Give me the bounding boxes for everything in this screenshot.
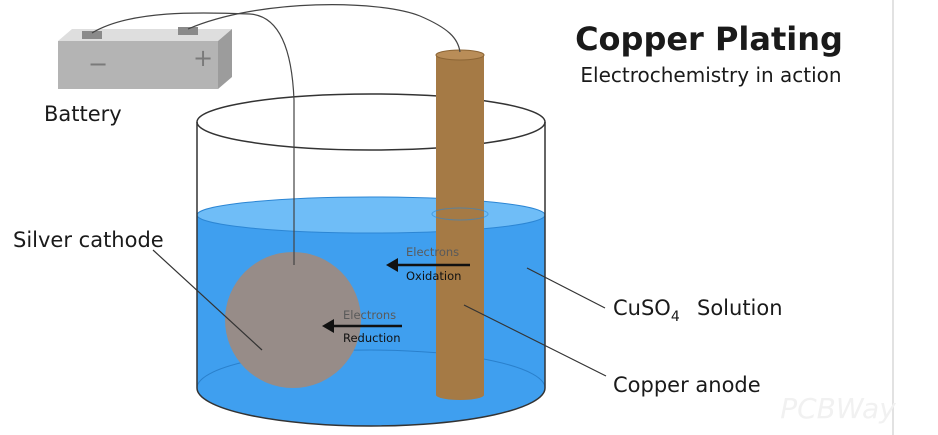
- leader-anode: [463, 304, 607, 377]
- solution-word: Solution: [697, 296, 783, 320]
- battery: − +: [58, 27, 232, 89]
- oxidation-label: Oxidation: [406, 269, 461, 283]
- beaker-bottom-front: [196, 387, 546, 427]
- battery-plus-sign: +: [193, 44, 213, 72]
- solution-label: CuSO4 Solution: [613, 296, 783, 325]
- battery-terminal-negative: [82, 31, 102, 39]
- wire-anode: [187, 4, 461, 53]
- beaker-rim: [196, 93, 546, 151]
- battery-side: [218, 29, 232, 89]
- copper-anode: [431, 49, 489, 400]
- battery-minus-sign: −: [88, 50, 108, 78]
- beaker: [196, 93, 546, 427]
- arrow-reduction-head: [322, 319, 334, 333]
- cathode-label: Silver cathode: [13, 228, 164, 252]
- anode-rod: [436, 55, 484, 395]
- watermark: PCBWay: [780, 392, 896, 425]
- battery-label: Battery: [44, 102, 122, 126]
- electrons-label-reduction: Electrons: [343, 308, 396, 322]
- anode-bottom: [436, 390, 484, 400]
- anode-waterline: [431, 207, 489, 221]
- leader-solution: [526, 267, 606, 309]
- anode-label: Copper anode: [613, 373, 761, 397]
- solution-formula: CuSO: [613, 296, 671, 320]
- electrons-label-oxidation: Electrons: [406, 245, 459, 259]
- electron-arrow-reduction: Electrons Reduction: [322, 308, 402, 345]
- leader-cathode: [152, 249, 263, 351]
- beaker-bottom-back: [196, 349, 546, 389]
- electron-arrow-oxidation: Electrons Oxidation: [386, 245, 470, 283]
- solution-formula-subscript: 4: [671, 309, 680, 325]
- page-title: Copper Plating: [575, 20, 843, 58]
- page-subtitle: Electrochemistry in action: [580, 63, 841, 87]
- wire-cathode: [91, 12, 295, 265]
- arrow-oxidation-head: [386, 258, 398, 272]
- battery-front: [58, 41, 218, 89]
- reduction-label: Reduction: [343, 331, 401, 345]
- silver-cathode: [225, 252, 361, 388]
- battery-terminal-positive: [178, 27, 198, 35]
